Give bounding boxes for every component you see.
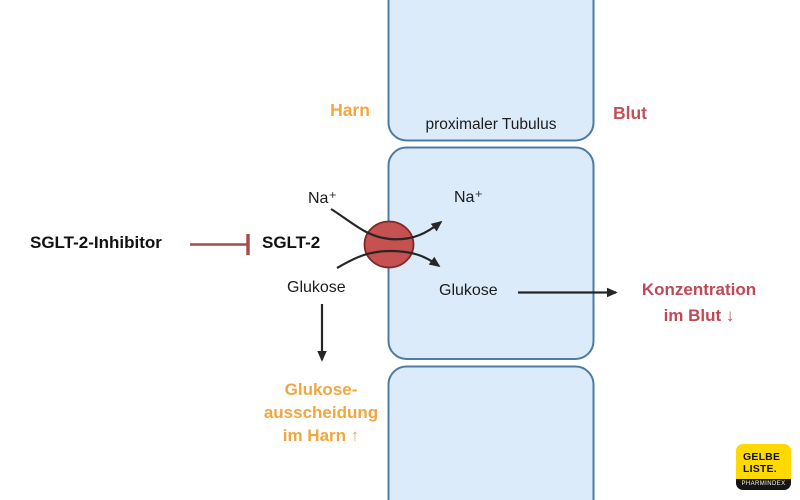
tubule-cell-column (387, 0, 595, 500)
cell-bottom (387, 365, 595, 500)
glukose-label-right: Glukose (439, 282, 498, 299)
glukose-transport-arrow (336, 249, 441, 269)
urine-outcome-line1: Glukose- (284, 380, 358, 399)
cell-middle (387, 146, 595, 360)
pharmindex-label: PHARMINDEX (736, 479, 791, 490)
logo-line1: GELBE (743, 451, 781, 463)
logo-line2: LISTE. (743, 463, 777, 475)
harn-label: Harn (330, 100, 370, 120)
cell-top (387, 0, 595, 142)
urine-outcome-line2: ausscheidung (263, 403, 379, 422)
blood-outcome-line1: Konzentration (641, 280, 757, 299)
blood-outcome-text: Konzentration im Blut ↓ (618, 277, 780, 329)
sglt2-label: SGLT-2 (262, 233, 321, 252)
urine-outcome-line3: im Harn ↑ (282, 426, 360, 445)
blood-outcome-line2: im Blut ↓ (663, 306, 735, 325)
na-transport-arrow (330, 208, 443, 241)
gelbe-liste-logo-mark: GELBE LISTE. (736, 444, 791, 479)
na-label-left: Na⁺ (308, 190, 337, 207)
flow-arrows (317, 208, 618, 362)
sglt2-transporter-circle (363, 220, 415, 269)
urine-outcome-text: Glukose- ausscheidung im Harn ↑ (240, 378, 402, 447)
gelbe-liste-logo: GELBE LISTE. PHARMINDEX (736, 444, 791, 490)
inhibition-line (190, 234, 250, 255)
proximaler-tubulus-label: proximaler Tubulus (425, 116, 557, 133)
sglt2-inhibitor-label: SGLT-2-Inhibitor (30, 233, 162, 252)
na-label-right: Na⁺ (454, 189, 483, 206)
glukose-label-left: Glukose (287, 279, 346, 296)
blut-label: Blut (612, 103, 648, 123)
